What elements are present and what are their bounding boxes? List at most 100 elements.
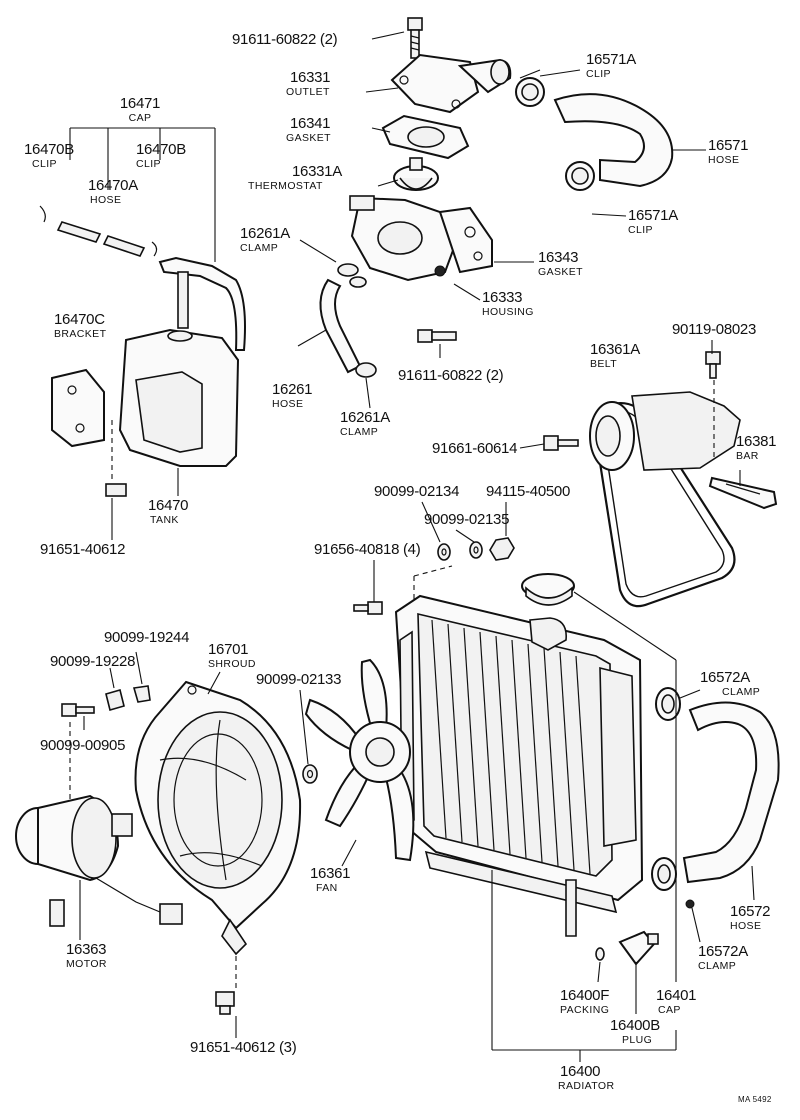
clip-top-drawing (515, 69, 545, 107)
label-thermostat-number: 16331A (292, 163, 342, 180)
label-packing: 16400F PACKING (560, 988, 609, 1016)
bolt-90119-drawing (705, 351, 721, 379)
label-plug: 16400B PLUG (610, 1018, 660, 1046)
label-bolt-90119-number: 90119-08023 (672, 321, 757, 338)
thermostat-drawing (393, 157, 439, 191)
label-cap-tank-number: 16471 (119, 95, 161, 112)
label-belt-number: 16361A (590, 341, 640, 358)
label-cap-tank: 16471 CAP (112, 96, 168, 124)
label-housing-number: 16333 (482, 289, 523, 306)
label-clip-top: 16571A CLIP (586, 52, 636, 80)
label-bar-number: 16381 (736, 433, 777, 450)
bolt-housing-drawing (417, 329, 457, 343)
bracket-drawing (51, 368, 105, 448)
label-hose-572: 16572 HOSE (730, 903, 771, 932)
label-bar: 16381 BAR (736, 433, 777, 462)
label-clip-mid-number: 16470B (136, 141, 186, 158)
label-clamp-261a-number: 16261A (240, 225, 290, 242)
washer-02133-drawing (302, 764, 318, 784)
label-bracket-number: 16470C (54, 311, 105, 328)
label-bolt-top: 91611-60822 (2) (232, 32, 338, 48)
label-clamp-261a-b-number: 16261A (340, 409, 390, 426)
label-cap-radiator-number: 16401 (656, 987, 697, 1004)
bolt-tank-drawing (105, 483, 127, 497)
label-clamp-261a-b-name: CLAMP (340, 426, 379, 438)
label-housing-name: HOUSING (482, 306, 534, 318)
label-clip-left-number: 16470B (24, 141, 74, 158)
label-outlet: 16331 OUTLET (286, 69, 331, 98)
label-plug-number: 16400B (610, 1017, 660, 1034)
label-cap-radiator: 16401 CAP (656, 987, 697, 1016)
label-bolt-91661: 91661-60614 (432, 441, 517, 457)
label-shroud: 16701 SHROUD (208, 642, 256, 670)
pump-pulley-drawing (589, 391, 741, 471)
label-bracket-name: BRACKET (54, 328, 107, 340)
label-gasket-housing: 16343 GASKET (538, 250, 583, 278)
label-tank-number: 16470 (148, 497, 189, 514)
label-shroud-name: SHROUD (208, 658, 256, 670)
label-outlet-number: 16331 (290, 69, 331, 86)
label-nut-40500-number: 94115-40500 (486, 483, 571, 500)
clamp-572a-b-screw (685, 899, 695, 909)
label-clip-lower-name: CLIP (628, 224, 653, 236)
label-clip-left: 16470B CLIP (24, 142, 74, 170)
label-washer-02134: 90099-02134 (374, 484, 459, 500)
nut-40500-drawing (489, 537, 515, 561)
label-clamp-572a-b-number: 16572A (698, 943, 748, 960)
plug-drawing (618, 930, 659, 966)
bolt-top-drawing (407, 17, 423, 59)
tank-cap-drawing (158, 256, 246, 351)
label-cap-radiator-name: CAP (658, 1004, 681, 1016)
label-clamp-261a-b: 16261A CLAMP (340, 410, 390, 438)
label-bolt-00905-number: 90099-00905 (40, 737, 126, 754)
label-bolt-shroud: 91651-40612 (3) (190, 1040, 297, 1056)
label-motor: 16363 MOTOR (66, 942, 107, 970)
washer-02135-drawing (469, 541, 483, 559)
label-housing: 16333 HOUSING (482, 290, 534, 318)
label-clip-top-name: CLIP (586, 68, 611, 80)
label-bolt-91661-number: 91661-60614 (432, 440, 518, 457)
label-bracket: 16470C BRACKET (54, 312, 106, 340)
label-clip-lower-number: 16571A (628, 207, 678, 224)
bolt-shroud-drawing (215, 991, 235, 1015)
label-gasket-housing-number: 16343 (538, 249, 579, 266)
label-washer-02135-number: 90099-02135 (424, 511, 510, 528)
label-hose-top: 16571 HOSE (708, 138, 749, 166)
label-radiator-number: 16400 (560, 1063, 601, 1080)
label-clamp-261a-name: CLAMP (240, 242, 279, 254)
label-shroud-number: 16701 (208, 641, 249, 658)
hose-261-drawing (319, 278, 362, 374)
label-washer-02135: 90099-02135 (424, 512, 509, 528)
label-bolt-tank: 91651-40612 (40, 542, 125, 558)
label-washer-02133: 90099-02133 (256, 672, 341, 688)
label-bush-19228-number: 90099-19228 (50, 653, 136, 670)
label-hose-top-name: HOSE (708, 154, 740, 166)
washer-02134-drawing (437, 543, 451, 561)
fan-drawing (304, 658, 415, 862)
label-hose-small-name: HOSE (90, 194, 122, 206)
housing-drawing (349, 195, 493, 282)
label-hose-572-number: 16572 (730, 903, 771, 920)
label-clip-lower: 16571A CLIP (628, 208, 678, 236)
label-clip-top-number: 16571A (586, 51, 636, 68)
bolt-40818-drawing (353, 601, 383, 615)
label-radiator-name: RADIATOR (558, 1080, 615, 1092)
radiator-drawing (394, 594, 644, 937)
outlet-drawing (390, 53, 512, 114)
bush-drawing (105, 685, 151, 711)
label-clamp-572a-b: 16572A CLAMP (698, 944, 748, 972)
label-bush-19228: 90099-19228 (50, 654, 135, 670)
shroud-drawing (134, 680, 302, 956)
label-gasket-housing-name: GASKET (538, 266, 583, 278)
label-hose-261-name: HOSE (272, 398, 304, 410)
label-tank-name: TANK (150, 514, 179, 526)
label-bolt-40818: 91656-40818 (4) (314, 542, 421, 558)
label-bolt-90119: 90119-08023 (672, 322, 756, 338)
label-tank: 16470 TANK (148, 497, 189, 526)
label-cap-tank-name: CAP (128, 112, 152, 124)
label-clip-mid-name: CLIP (136, 158, 161, 170)
hose-572-drawing (682, 701, 780, 884)
bolt-00905-drawing (61, 703, 95, 717)
label-clamp-572a: 16572A CLAMP (700, 670, 760, 698)
